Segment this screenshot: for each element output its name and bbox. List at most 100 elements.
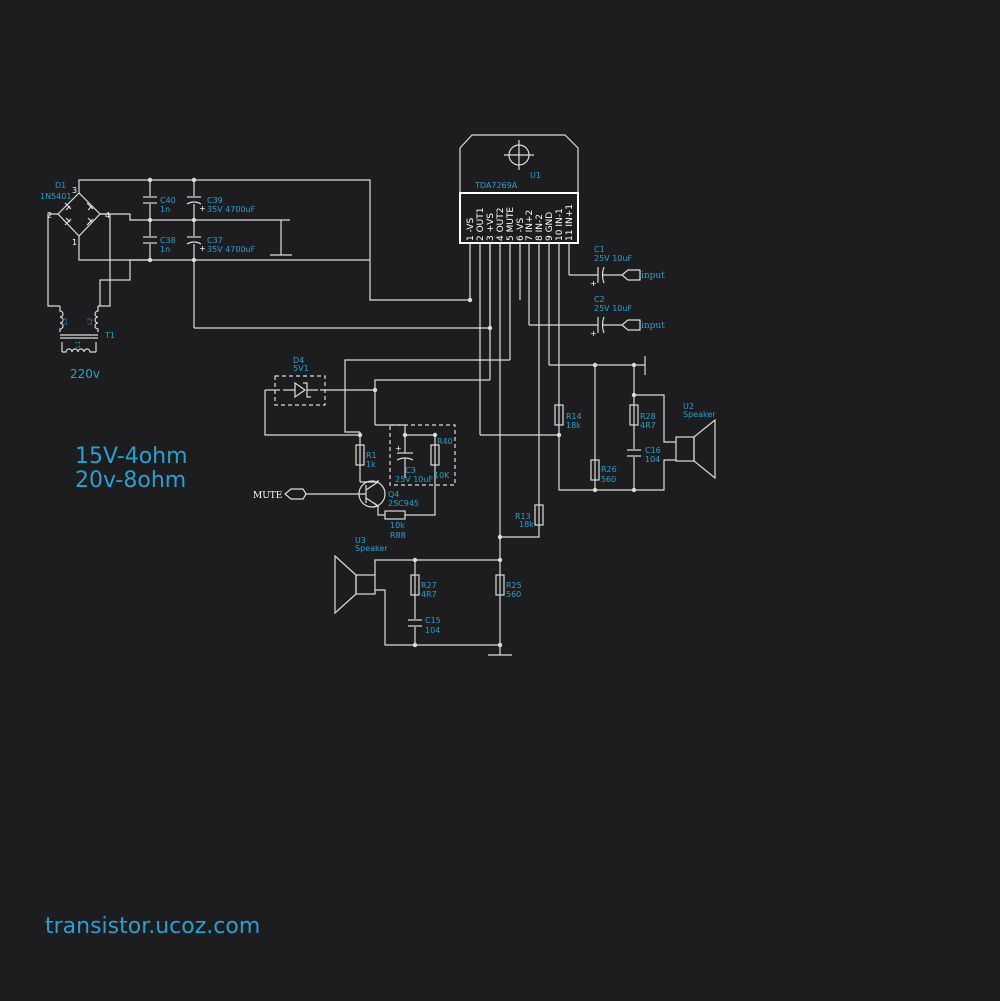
d1-pin3: 3	[72, 186, 77, 195]
ic-pin-7: 7 IN+2	[525, 210, 535, 241]
ic-pin-6: 6 -VS	[516, 218, 526, 241]
r26-ref: R26	[601, 465, 617, 474]
r25-ref: R25	[506, 581, 522, 590]
ic-pin-9: 9 GND	[545, 212, 555, 241]
r14-value: 18k	[566, 421, 581, 430]
cap-c16: C16 104	[626, 446, 661, 464]
c3-value: 25V 10uF	[395, 475, 433, 484]
u3-ref: U3	[355, 536, 366, 545]
t1-l1: L1	[75, 341, 82, 348]
r40-value: 10K	[434, 471, 450, 480]
ic-pin-10: 10 IN-1	[555, 208, 565, 241]
svg-text:+: +	[199, 244, 206, 253]
d1-pin2: 2	[47, 211, 52, 220]
input1-port: input	[641, 271, 665, 281]
t1-voltage: 220v	[70, 367, 100, 381]
left-output: R13 18k R27 4R7 C15 104 R25 560	[374, 504, 544, 656]
note-20v: 20v-8ohm	[75, 468, 186, 493]
r1-value: 1k	[366, 460, 376, 469]
r14-ref: R14	[566, 412, 582, 421]
c39-ref: C39	[207, 196, 223, 205]
mute-port: MUTE	[253, 491, 282, 501]
input-c1: C1 25V 10uF input +	[569, 245, 665, 288]
r1-ref: R1	[366, 451, 377, 460]
cap-c37: + C37 35V 4700uF	[186, 236, 256, 254]
input-c2: C2 25V 10uF input +	[529, 295, 665, 338]
ic-pin-5: 5 MUTE	[506, 207, 516, 241]
d4-ref: D4	[293, 356, 304, 365]
ic-pin-1: 1 -VS	[466, 218, 476, 241]
d4-value: 5V1	[293, 364, 309, 373]
cap-c40: C40 1n	[142, 196, 176, 214]
cap-c38: C38 1n	[142, 236, 176, 254]
resistor-r14: R14 18k	[554, 404, 582, 430]
q4-part: 2SC945	[388, 499, 419, 508]
ic-ref: U1	[530, 171, 541, 180]
u2-ref: U2	[683, 402, 694, 411]
note-15v: 15V-4ohm	[75, 444, 188, 469]
c16-value: 104	[645, 455, 660, 464]
ic-part: TDA7269A	[474, 181, 518, 190]
c16-ref: C16	[645, 446, 661, 455]
c37-ref: C37	[207, 236, 223, 245]
site-watermark: transistor.ucoz.com	[45, 914, 260, 939]
svg-text:+: +	[395, 444, 402, 453]
ic-pin-4: 4 OUT2	[496, 208, 506, 241]
ic-pin-2: 2 OUT1	[476, 208, 486, 241]
c2-ref: C2	[594, 295, 605, 304]
c38-ref: C38	[160, 236, 176, 245]
r28-value: 4R7	[640, 421, 656, 430]
mute-circuit: D4 5V1 R1 1k + C3 25V 10uF R40 10K MUTE …	[253, 356, 510, 540]
input2-port: input	[641, 321, 665, 331]
svg-text:+: +	[590, 329, 597, 338]
speaker-u3: U3 Speaker	[334, 536, 388, 615]
transformer-t1: T1 220v L3 L2 L1	[59, 306, 115, 381]
t1-l3: L3	[62, 318, 69, 325]
c40-value: 1n	[160, 205, 170, 214]
gnd-and-right-output	[480, 356, 676, 493]
supply-wiring	[47, 177, 493, 331]
c15-ref: C15	[425, 616, 441, 625]
t1-ref: T1	[104, 331, 115, 340]
r27-ref: R27	[421, 581, 437, 590]
r25-value: 560	[506, 590, 521, 599]
r88-ref: R88	[390, 531, 406, 540]
ic-pin-3: 3 +VS	[486, 213, 496, 241]
svg-text:+: +	[199, 204, 206, 213]
t1-l2: L2	[87, 318, 94, 325]
c39-value: 35V 4700uF	[207, 205, 256, 214]
r88-value: 10k	[390, 521, 405, 530]
ic-pin-8: 8 IN-2	[535, 214, 545, 241]
d1-ref: D1	[55, 181, 66, 190]
c15-value: 104	[425, 626, 440, 635]
c38-value: 1n	[160, 245, 170, 254]
r13-value: 18k	[519, 520, 534, 529]
r26-value: 560	[601, 475, 616, 484]
r40-ref: R40	[437, 437, 453, 446]
c1-ref: C1	[594, 245, 605, 254]
q4-ref: Q4	[388, 490, 399, 499]
ic-pin-11: 11 IN+1	[565, 204, 575, 241]
u3-label: Speaker	[355, 544, 388, 553]
r13-ref: R13	[515, 512, 531, 521]
d1-pin1: 1	[72, 238, 77, 247]
c37-value: 35V 4700uF	[207, 245, 256, 254]
u2-label: Speaker	[683, 410, 716, 419]
d1-part: 1N5401	[40, 192, 71, 201]
resistor-r26: R26 560	[590, 459, 617, 484]
d1-pin4: 4	[105, 211, 110, 220]
r27-value: 4R7	[421, 590, 437, 599]
c1-value: 25V 10uF	[594, 254, 632, 263]
c2-value: 25V 10uF	[594, 304, 632, 313]
bridge-rectifier-d1: D1 1N5401 2 3 4 1	[40, 181, 110, 247]
svg-text:+: +	[590, 279, 597, 288]
cap-c39: + C39 35V 4700uF	[186, 196, 256, 214]
resistor-r28: R28 4R7	[629, 404, 656, 430]
c3-ref: C3	[405, 466, 416, 475]
c40-ref: C40	[160, 196, 176, 205]
speaker-u2: U2 Speaker	[675, 402, 716, 480]
r28-ref: R28	[640, 412, 656, 421]
